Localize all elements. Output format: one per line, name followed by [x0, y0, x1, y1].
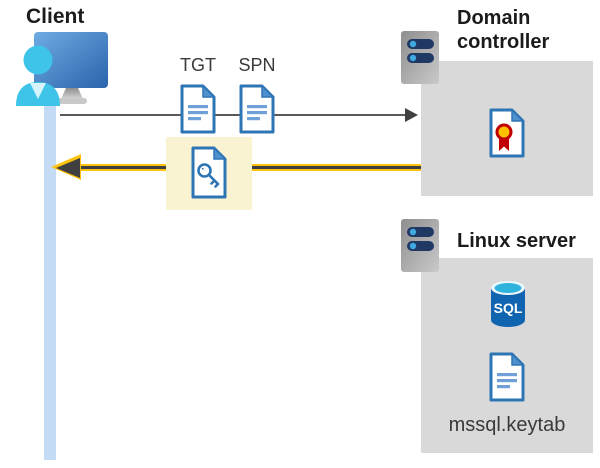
keytab-document-icon: [487, 352, 527, 402]
key-icon: [197, 163, 220, 188]
request-arrow-line: [60, 114, 407, 116]
person-icon: [16, 45, 60, 106]
linux-server-server-icon: [400, 218, 440, 273]
keytab-label: mssql.keytab: [448, 414, 566, 436]
domain-controller-label: Domain controller: [457, 7, 550, 53]
monitor-stand: [61, 88, 83, 99]
client-label: Client: [26, 5, 85, 28]
spn-document-icon: [237, 84, 277, 134]
tgt-label: TGT: [180, 55, 216, 75]
monitor-icon: [34, 32, 108, 88]
response-arrow-head-icon: [56, 157, 80, 178]
client-device-icon: [16, 32, 108, 106]
sql-database-label: SQL: [494, 300, 523, 316]
request-arrow-head-icon: [405, 108, 418, 122]
spn-label: SPN: [238, 55, 276, 75]
linux-server-label: Linux server: [457, 230, 576, 252]
client-timeline-bar: [44, 100, 56, 460]
monitor-base: [57, 98, 87, 104]
key-document-icon: [191, 146, 227, 199]
domain-controller-server-icon: [400, 30, 440, 85]
tgt-document-icon: [178, 84, 218, 134]
sql-database-icon: SQL: [491, 281, 525, 327]
certificate-icon: [489, 108, 525, 158]
